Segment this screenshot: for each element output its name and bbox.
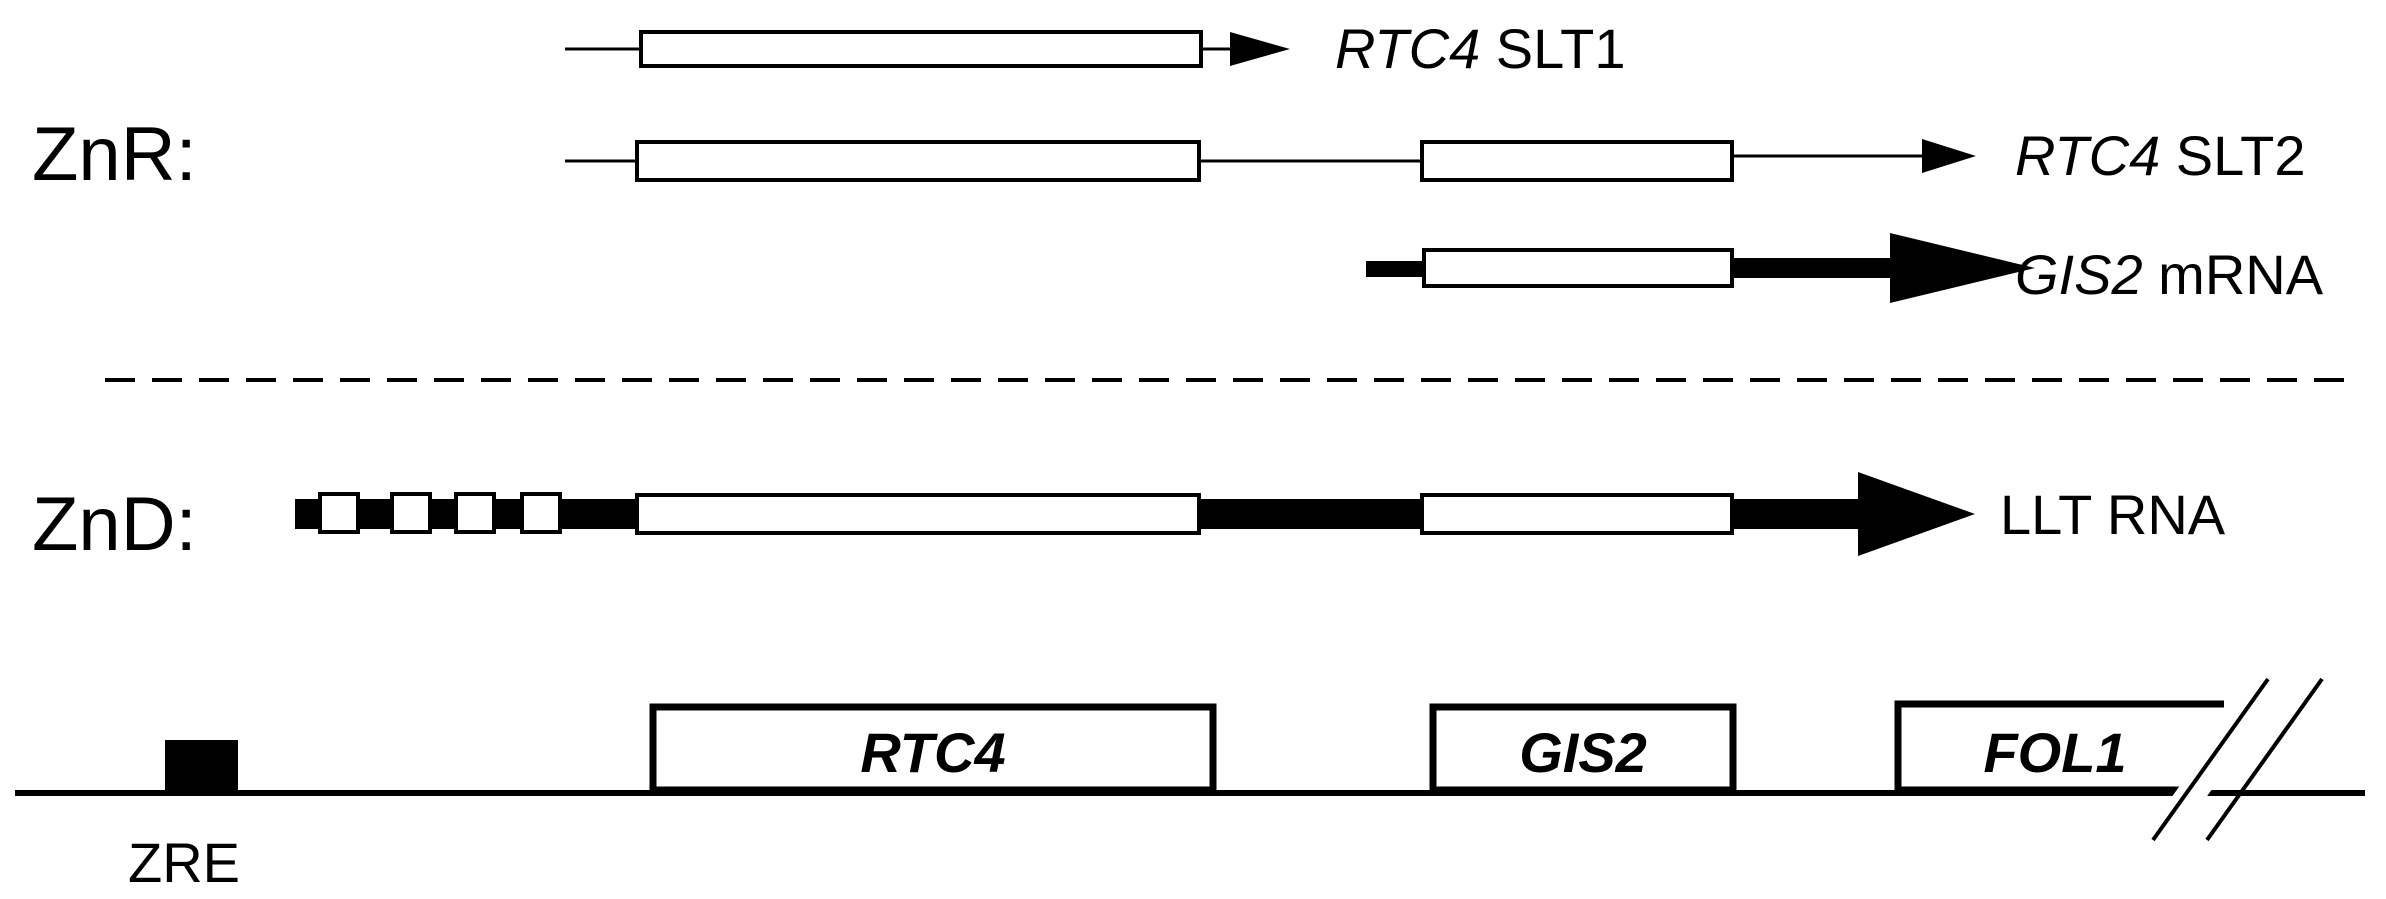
axis-break-gap-fill — [2146, 669, 2287, 849]
gis2-5utr-bar — [1366, 261, 1424, 277]
gis2-mrna-label: GIS2 mRNA — [2015, 243, 2324, 306]
gis2-3utr-bar — [1734, 258, 1894, 278]
slt1-label: RTC4 SLT1 — [1335, 17, 1625, 80]
slt2-gene-name: RTC4 — [2015, 124, 2160, 187]
axis-break-mark-left — [2151, 677, 2270, 842]
llt-upstream-exon-1 — [318, 492, 360, 534]
gene-box-gis2 — [1429, 703, 1737, 794]
gene-label-rtc4: RTC4 — [860, 721, 1005, 784]
llt-arrowhead — [1858, 472, 1975, 556]
slt2-exon-rtc4 — [635, 140, 1201, 182]
condition-label-znr: ZnR: — [32, 112, 197, 197]
gene-box-rtc4 — [649, 703, 1217, 794]
gis2-suffix: mRNA — [2143, 243, 2324, 306]
gis2-arrowhead — [1890, 233, 2035, 303]
slt2-label: RTC4 SLT2 — [2015, 124, 2305, 187]
zre-label: ZRE — [128, 831, 240, 894]
gene-label-fol1: FOL1 — [1983, 721, 2126, 784]
condition-label-znd: ZnD: — [32, 482, 197, 567]
llt-exon-gis2 — [1420, 493, 1734, 535]
slt1-gene-name: RTC4 — [1335, 17, 1480, 80]
slt2-arrowhead — [1922, 139, 1976, 173]
gis2-exon — [1422, 248, 1734, 288]
llt-upstream-exon-3 — [454, 492, 496, 534]
transcript-rtc4-slt1 — [565, 30, 1290, 68]
gene-box-fol1 — [1894, 700, 2224, 794]
slt2-suffix: SLT2 — [2160, 124, 2305, 187]
llt-upstream-exon-4 — [520, 492, 562, 534]
slt1-arrowhead — [1230, 32, 1290, 66]
llt-exon-rtc4 — [635, 493, 1201, 535]
slt1-exon-rtc4 — [639, 30, 1203, 68]
transcript-rtc4-slt2 — [565, 139, 1976, 182]
transcript-gis2-mrna — [1366, 233, 2035, 303]
slt1-suffix: SLT1 — [1480, 17, 1625, 80]
gis2-gene-name: GIS2 — [2015, 243, 2143, 306]
llt-upstream-exon-2 — [390, 492, 432, 534]
axis-break-mark-right — [2205, 677, 2324, 842]
genomic-locus — [15, 669, 2365, 849]
zre-element — [165, 740, 238, 793]
llt-rna-label: LLT RNA — [2000, 483, 2226, 546]
transcript-llt-rna — [295, 472, 1975, 556]
slt2-exon-gis2 — [1420, 140, 1734, 182]
gene-label-gis2: GIS2 — [1519, 721, 1647, 784]
